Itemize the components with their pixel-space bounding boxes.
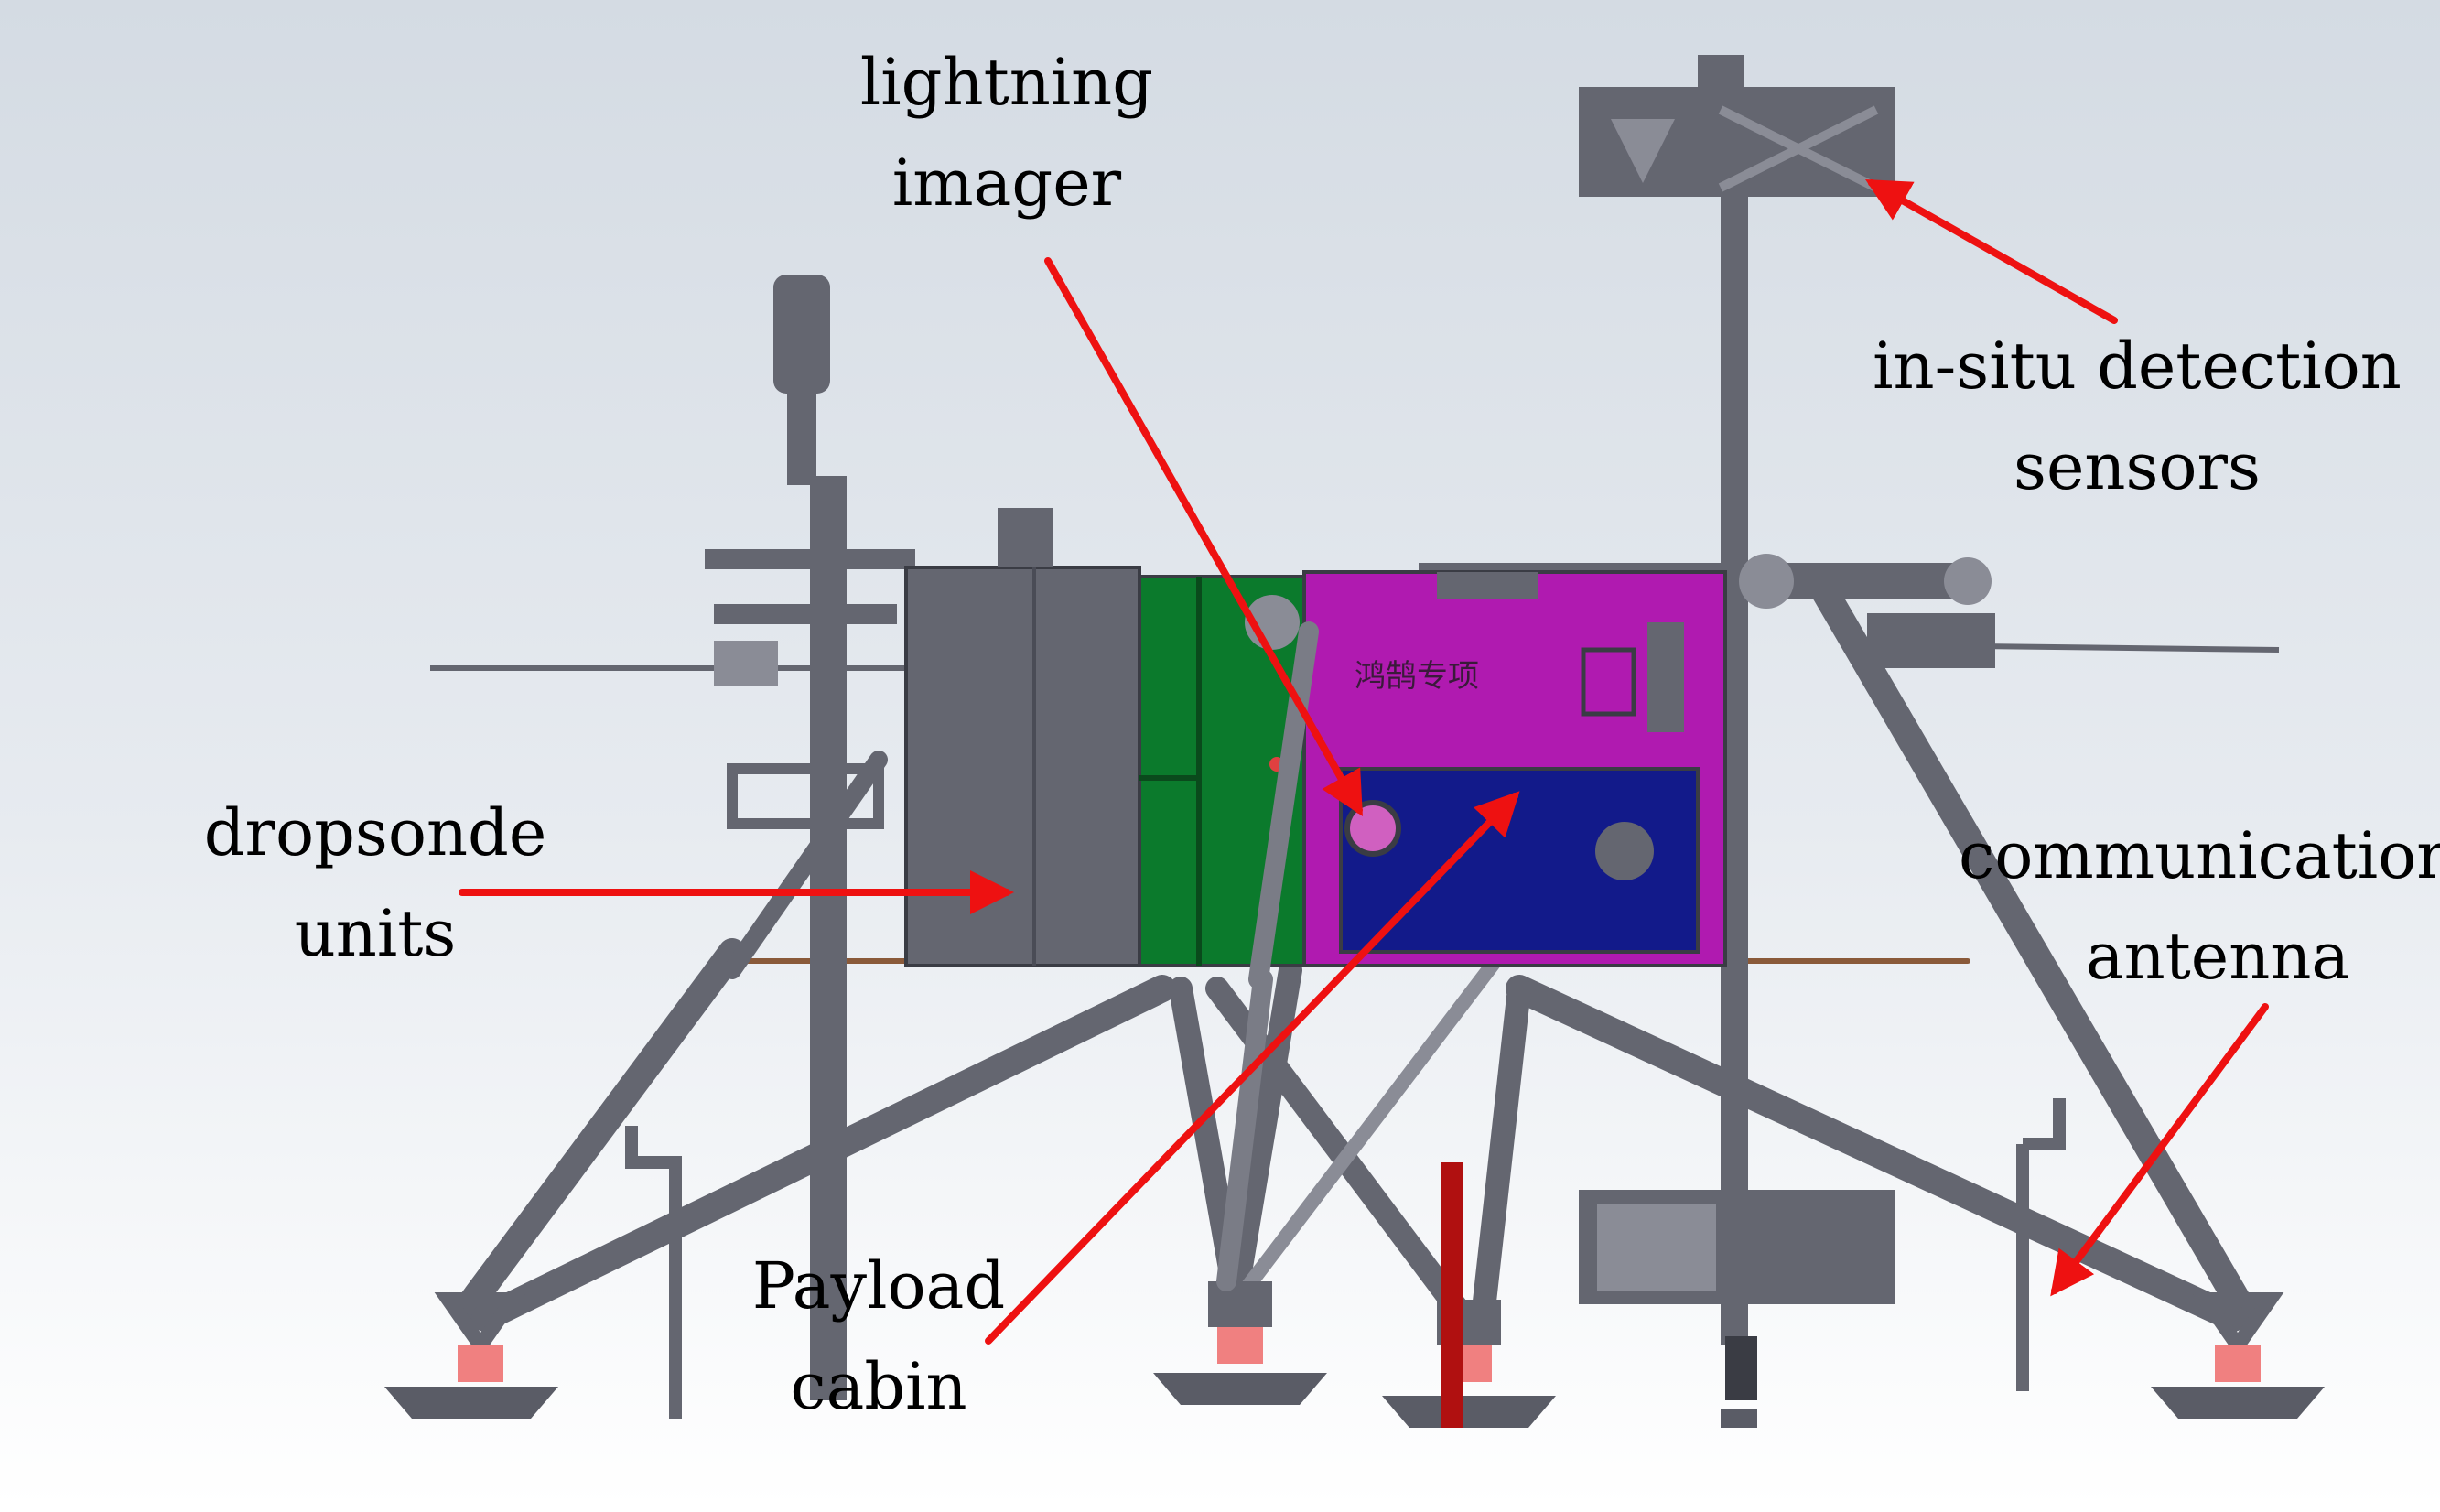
arrow-comm-antenna (2050, 1003, 2269, 1297)
payload-cabin-body: 鸿鹄专项 (904, 508, 1727, 967)
label-communication-antenna: communication antenna (1959, 818, 2440, 994)
arrow-payload-cabin (985, 791, 1520, 1345)
arrow-in-situ-sensors (1865, 179, 2118, 324)
label-lightning-imager: lightning imager (859, 45, 1154, 221)
sensor-mast (1579, 55, 1895, 1428)
antenna-rods (625, 1098, 2066, 1419)
callout-arrows (459, 179, 2269, 1345)
label-in-situ-sensors: in-situ detection sensors (1873, 329, 2402, 504)
left-mast (430, 275, 915, 1400)
cabin-marking: 鸿鹄专项 (1355, 658, 1479, 695)
landing-feet (384, 1162, 2325, 1428)
front-struts (1216, 621, 1319, 1291)
arrow-lightning-imager (1044, 257, 1363, 816)
label-payload-cabin: Payload cabin (751, 1248, 1006, 1424)
label-dropsonde-units: dropsonde units (203, 795, 547, 971)
